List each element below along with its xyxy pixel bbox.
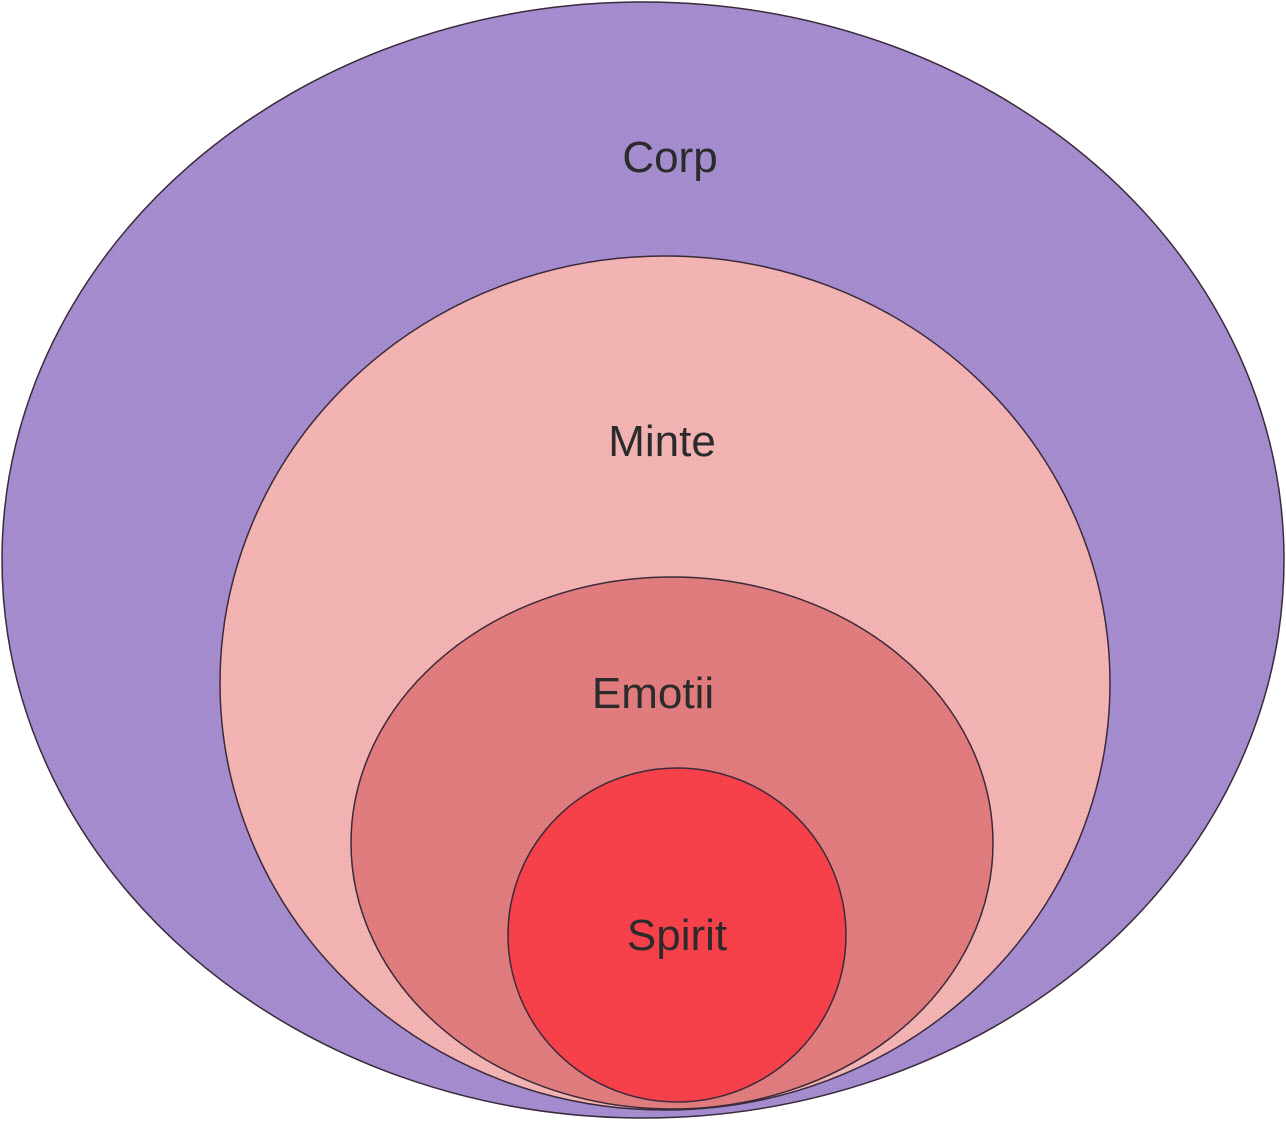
spirit-label: Spirit (627, 911, 727, 960)
layer-spirit: Spirit (507, 767, 847, 1103)
spirit-texture (508, 768, 846, 1102)
emotii-label: Emotii (592, 669, 714, 718)
minte-label: Minte (608, 417, 716, 466)
corp-label: Corp (622, 133, 717, 182)
